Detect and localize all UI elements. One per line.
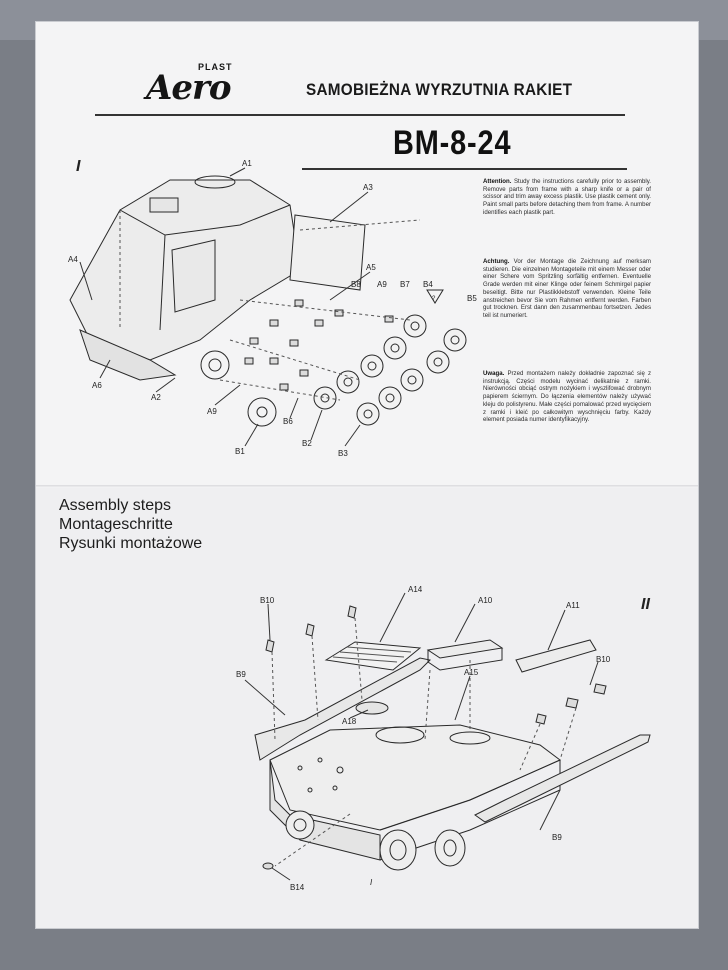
part-label: B10 bbox=[260, 596, 275, 605]
instruction-polish: Uwaga. Przed montażem należy dokładnie z… bbox=[483, 370, 651, 424]
instruction-text: Vor der Montage die Zeichnung auf merksa… bbox=[483, 258, 651, 319]
warning-icon: ? bbox=[432, 296, 436, 302]
part-label: B14 bbox=[290, 883, 305, 892]
part-label: A14 bbox=[408, 585, 423, 594]
part-label: A5 bbox=[366, 263, 376, 272]
assembly-heading-en: Assembly steps bbox=[59, 497, 172, 514]
part-label: A10 bbox=[478, 596, 493, 605]
title-rule bbox=[95, 114, 625, 116]
instruction-heading: Attention. bbox=[483, 178, 512, 185]
part-label: B7 bbox=[400, 280, 410, 289]
logo-sub: PLAST bbox=[198, 62, 233, 72]
assembly-heading-de: Montageschritte bbox=[59, 516, 173, 533]
instruction-heading: Achtung. bbox=[483, 258, 510, 265]
part-label: A3 bbox=[363, 183, 373, 192]
part-label: B4 bbox=[423, 280, 433, 289]
part-label: A15 bbox=[464, 668, 479, 677]
step-two-marker: II bbox=[641, 596, 650, 613]
instruction-heading: Uwaga. bbox=[483, 370, 505, 377]
part-label: B9 bbox=[236, 670, 246, 679]
part-label: A9 bbox=[207, 407, 217, 416]
model-rule bbox=[302, 168, 627, 170]
part-label: B8 bbox=[351, 280, 361, 289]
part-label: A2 bbox=[151, 393, 161, 402]
paper-fold bbox=[36, 485, 698, 488]
instruction-text: Study the instructions carefully prior t… bbox=[483, 178, 651, 216]
page-title: SAMOBIEŻNA WYRZUTNIA RAKIET bbox=[306, 80, 573, 99]
part-label: A18 bbox=[342, 717, 357, 726]
part-label: A1 bbox=[242, 159, 252, 168]
model-number: BM-8-24 bbox=[393, 124, 512, 162]
part-label: B1 bbox=[235, 447, 245, 456]
part-label: B10 bbox=[596, 655, 611, 664]
part-label: A11 bbox=[566, 601, 580, 610]
part-label: B6 bbox=[283, 417, 293, 426]
instruction-text: Przed montażem należy dokładnie zapoznać… bbox=[483, 370, 651, 424]
part-label: A9 bbox=[377, 280, 387, 289]
instruction-german: Achtung. Vor der Montage die Zeichnung a… bbox=[483, 258, 651, 320]
assembly-heading-pl: Rysunki montażowe bbox=[59, 535, 203, 552]
instruction-english: Attention. Study the instructions carefu… bbox=[483, 178, 651, 217]
part-label: A6 bbox=[92, 381, 102, 390]
part-label: B9 bbox=[552, 833, 562, 842]
part-label: B3 bbox=[338, 449, 348, 458]
logo-text: Aero bbox=[146, 68, 232, 108]
aero-plast-logo: PLAST Aero bbox=[146, 62, 246, 108]
assembly-steps-heading: Assembly steps Montageschritte Rysunki m… bbox=[59, 496, 202, 553]
part-label: B2 bbox=[302, 439, 312, 448]
step-one-marker: I bbox=[76, 158, 81, 175]
part-label: B5 bbox=[467, 294, 477, 303]
part-label: I bbox=[370, 878, 373, 887]
part-label: A4 bbox=[68, 255, 78, 264]
